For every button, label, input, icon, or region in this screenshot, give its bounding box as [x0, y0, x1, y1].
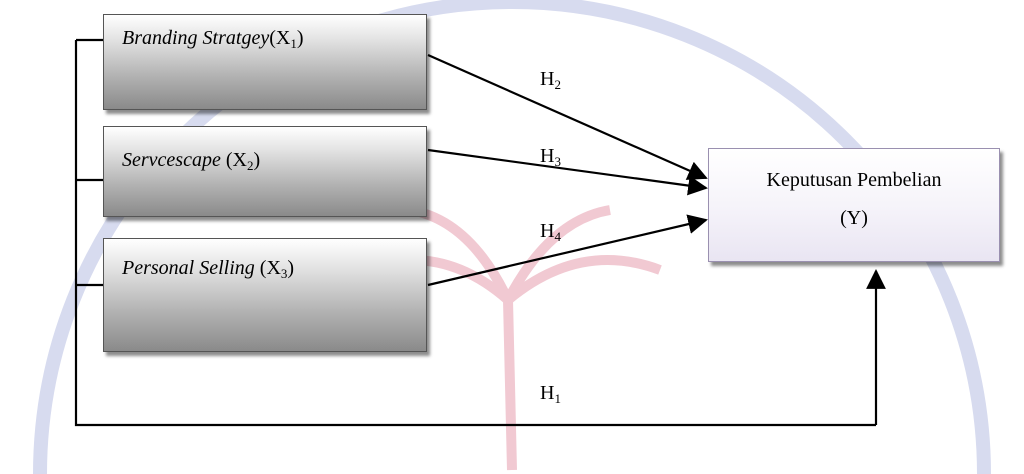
dependent-variable-code: (Y) — [840, 207, 868, 229]
h2-arrow — [427, 53, 708, 180]
variable-label-x3: Personal Selling (X3) — [122, 257, 295, 281]
variable-label-x1: Branding Stratgey(X1) — [122, 27, 304, 51]
h4-arrow — [427, 214, 708, 287]
hypothesis-label-h2: H2 — [540, 68, 561, 92]
dependent-variable-name: Keputusan Pembelian — [766, 169, 942, 191]
h3-arrow — [427, 148, 708, 196]
variable-box-x2: Servcescape (X2) — [103, 126, 427, 217]
dependent-variable-box: Keputusan Pembelian (Y) — [708, 148, 1000, 262]
variable-box-x1: Branding Stratgey(X1) — [103, 14, 427, 110]
hypothesis-label-h1: H1 — [540, 382, 561, 406]
hypothesis-label-h4: H4 — [540, 220, 561, 244]
variable-label-x2: Servcescape (X2) — [122, 149, 261, 173]
h1-path — [74, 40, 876, 427]
hypothesis-label-h3: H3 — [540, 145, 561, 169]
variable-box-x3: Personal Selling (X3) — [103, 238, 427, 352]
